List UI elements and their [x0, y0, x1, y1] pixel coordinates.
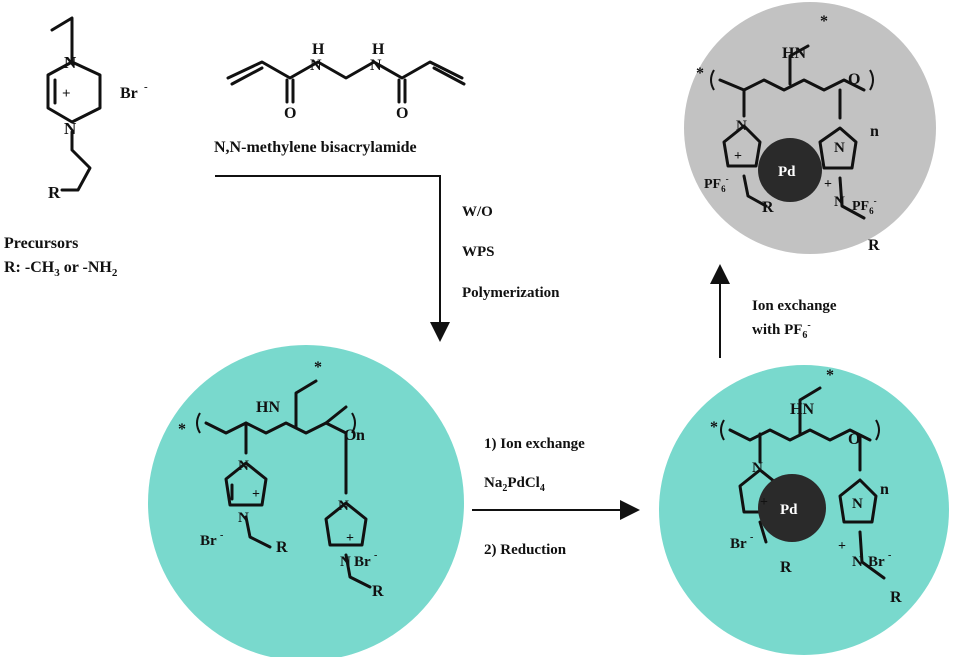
p2-br2: Br — [868, 554, 885, 570]
p1-hn: HN — [256, 399, 280, 416]
precursors-label: Precursors — [4, 235, 78, 252]
p2-n4: N — [852, 554, 863, 570]
p1-plus1: + — [252, 487, 260, 502]
p2-n1: N — [752, 460, 763, 476]
crosslinker-o2: O — [396, 105, 408, 122]
p3-plus2: + — [824, 177, 832, 192]
pd-nanoparticle-grey — [758, 138, 822, 202]
polymer-particle-1: HN O * * n N + N Br - R N + N Br - R — [148, 345, 464, 657]
p2-n3: N — [852, 496, 863, 512]
p3-n3: N — [834, 140, 845, 156]
p3-star-top: * — [820, 13, 828, 30]
r-definition: R: -CH3 or -NH2 — [4, 259, 118, 279]
p2-plus2: + — [838, 539, 846, 554]
n1-label: N — [64, 53, 77, 72]
p1-br1: Br — [200, 533, 217, 549]
p2-n-sub: n — [880, 481, 889, 498]
p1-n1: N — [238, 458, 249, 474]
p3-r1: R — [762, 199, 774, 216]
p1-star-left: * — [178, 421, 186, 438]
crosslinker-o1: O — [284, 105, 296, 122]
p1-o: O — [344, 427, 356, 444]
p1-br2-sup: - — [374, 550, 377, 561]
step2-condition-2: Na2PdCl4 — [484, 475, 545, 494]
p2-star-left: * — [710, 419, 718, 436]
p2-r2: R — [890, 589, 902, 606]
p3-hn: HN — [782, 45, 806, 62]
crosslinker-name: N,N-methylene bisacrylamide — [214, 139, 417, 156]
p1-n2: N — [238, 510, 249, 526]
p3-star-left: * — [696, 65, 704, 82]
polymerization-arrow: W/O WPS Polymerization — [215, 175, 560, 342]
p2-star-top: * — [826, 367, 834, 384]
p2-br1: Br — [730, 536, 747, 552]
p3-n4: N — [834, 194, 845, 210]
step3-condition-2: with PF6- — [752, 320, 811, 341]
p1-n-sub: n — [356, 427, 365, 444]
p2-r1: R — [780, 559, 792, 576]
step3-condition-1: Ion exchange — [752, 298, 837, 314]
p2-br1-sup: - — [750, 532, 753, 543]
grey-particle-pd — [684, 2, 936, 254]
p3-pf1: PF6- — [704, 174, 729, 194]
step2-condition-3: 2) Reduction — [484, 542, 567, 558]
step1-condition-2: WPS — [462, 244, 495, 260]
bromide-charge: - — [144, 81, 148, 93]
p3-o: O — [848, 71, 860, 88]
p3-r2: R — [868, 237, 880, 254]
crosslinker-n2: N — [370, 57, 382, 74]
crosslinker-h1: H — [312, 41, 325, 58]
p1-star-top: * — [314, 359, 322, 376]
pd3-label: Pd — [778, 164, 796, 180]
polymer-particle-2: Pd HN O * * n N + Br - R N + N Br - R — [659, 365, 949, 655]
step2-condition-1: 1) Ion exchange — [484, 436, 585, 452]
p3-plus1: + — [734, 149, 742, 164]
p2-hn: HN — [790, 401, 814, 418]
alkyl-chain — [60, 130, 92, 192]
n3-label: N — [64, 119, 77, 138]
p2-o: O — [848, 431, 860, 448]
bromide-label: Br — [120, 85, 138, 102]
pf6-exchange-arrow: Ion exchange with PF6- — [710, 264, 837, 358]
p1-r2: R — [372, 583, 384, 600]
plus-charge: + — [62, 86, 71, 102]
vinyl-bond — [50, 16, 74, 64]
crosslinker-n1: N — [310, 57, 322, 74]
p1-br2: Br — [354, 554, 371, 570]
pd2-label: Pd — [780, 502, 798, 518]
imidazolium-ring — [46, 60, 102, 124]
p1-n3: N — [338, 498, 349, 514]
p3-n-sub: n — [870, 123, 879, 140]
p3-pf2: PF6- — [852, 196, 877, 216]
pd-nanoparticle — [758, 474, 826, 542]
polymer-particle-3: Pd HN O * * n N + PF6- R N + N PF6- R — [684, 2, 936, 254]
p2-plus1: + — [760, 495, 768, 510]
crosslinker-structure: H H N N O O N,N-methylene bisacrylamide — [214, 41, 466, 156]
p3-n1: N — [736, 118, 747, 134]
teal-particle — [148, 345, 464, 657]
p1-plus2: + — [346, 531, 354, 546]
crosslinker-h2: H — [372, 41, 385, 58]
step1-condition-1: W/O — [462, 204, 493, 220]
p1-n4: N — [340, 554, 351, 570]
p2-br2-sup: - — [888, 550, 891, 561]
pd-loading-arrow: 1) Ion exchange Na2PdCl4 2) Reduction — [472, 436, 640, 558]
step1-condition-3: Polymerization — [462, 285, 560, 301]
p1-r1: R — [276, 539, 288, 556]
crosslinker-backbone — [226, 60, 464, 80]
precursor-monomer: N N + Br - R Precursors R: -CH3 or -NH2 — [4, 16, 148, 279]
r-group: R — [48, 183, 61, 202]
p1-br1-sup: - — [220, 530, 223, 541]
